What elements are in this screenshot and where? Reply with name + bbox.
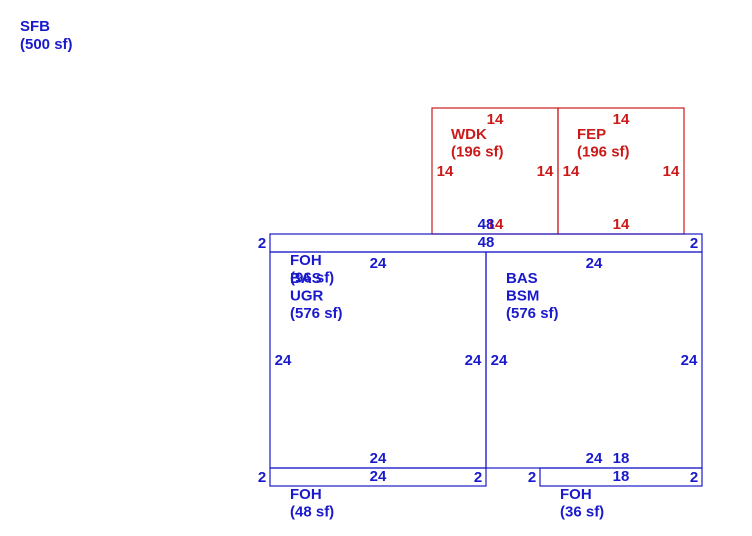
dim-ugr-top: 24 xyxy=(370,255,387,272)
foh-left-label-line-1: (48 sf) xyxy=(290,504,334,521)
dim-fep-bottom: 14 xyxy=(613,216,630,233)
foh-top-label-line-0: FOH xyxy=(290,252,322,269)
dim-fep-right: 14 xyxy=(663,163,680,180)
dim-foh-top-top: 48 xyxy=(478,216,495,233)
dim-fep-top: 14 xyxy=(613,111,630,128)
foh-left-label-line-0: FOH xyxy=(290,486,322,503)
dim-fohr-left: 2 xyxy=(528,469,536,486)
dim-bsm-bottom: 24 xyxy=(586,450,603,467)
dim-wdk-left: 14 xyxy=(437,163,454,180)
sfb-area: (500 sf) xyxy=(20,36,73,53)
bas-bsm-label-line-1: BSM xyxy=(506,288,539,305)
bas-ugr-label-line-2: (576 sf) xyxy=(290,305,343,322)
dim-fohl-top: 24 xyxy=(370,468,387,485)
wdk-label-line-0: WDK xyxy=(451,126,487,143)
bas-ugr-label-line-0: BAS xyxy=(290,270,322,287)
dim-ugr-left: 24 xyxy=(275,352,292,369)
foh-left-outline xyxy=(269,467,487,487)
dim-foh-top-left: 2 xyxy=(258,235,266,252)
dim-ugr-bottom: 24 xyxy=(370,450,387,467)
fep-label-line-1: (196 sf) xyxy=(577,144,630,161)
fep-label-line-0: FEP xyxy=(577,126,606,143)
dim-wdk-right: 14 xyxy=(537,163,554,180)
dim-fohl-left: 2 xyxy=(258,469,266,486)
bas-bsm-label-line-2: (576 sf) xyxy=(506,305,559,322)
foh-right-label-line-0: FOH xyxy=(560,486,592,503)
wdk-label-line-1: (196 sf) xyxy=(451,144,504,161)
dim-fohr-right: 2 xyxy=(690,469,698,486)
bas-bsm-label-line-0: BAS xyxy=(506,270,538,287)
dim-ugr-right: 24 xyxy=(465,352,482,369)
dim-foh-top-bottom: 48 xyxy=(478,234,495,251)
foh-top-label-line-1: (96 sf) xyxy=(290,270,334,287)
dim-bsm-left: 24 xyxy=(491,352,508,369)
area-labels: WDK(196 sf)FEP(196 sf)FOH(96 sf)BASUGR(5… xyxy=(290,126,630,521)
dim-bsm-right: 24 xyxy=(681,352,698,369)
bas-ugr-label-line-1: UGR xyxy=(290,288,324,305)
dim-bsm-top: 24 xyxy=(586,255,603,272)
sfb-code: SFB xyxy=(20,18,50,35)
dim-wdk-top: 14 xyxy=(487,111,504,128)
dim-fohl-right: 2 xyxy=(474,469,482,486)
foh-right-label-line-1: (36 sf) xyxy=(560,504,604,521)
dim-foh-top-right: 2 xyxy=(690,235,698,252)
dim-fep-left: 14 xyxy=(563,163,580,180)
dim-wdk-bottom: 14 xyxy=(487,216,504,233)
dim-fohr-top: 18 xyxy=(613,468,630,485)
foh-right-outline xyxy=(539,467,703,487)
dim-fohr-top-outer: 18 xyxy=(613,450,630,467)
